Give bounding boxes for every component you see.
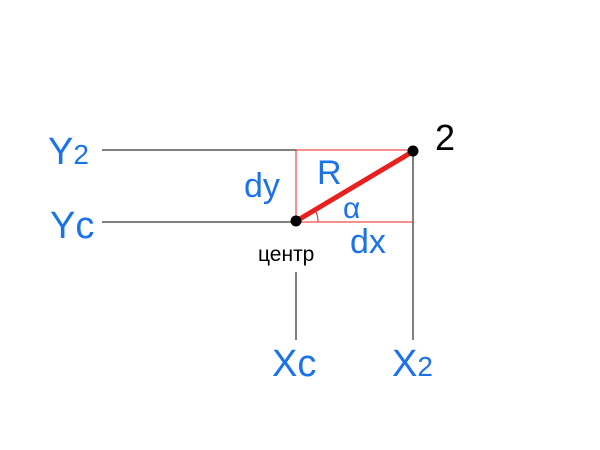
x2-label-main: X: [392, 343, 417, 385]
y2-label-main: Y: [48, 131, 73, 173]
x2-label-subscript: 2: [417, 351, 433, 382]
angle-arc: [315, 211, 319, 223]
x2-label: X2: [392, 343, 433, 385]
dx-label: dx: [350, 223, 386, 261]
xc-label: Xc: [272, 343, 316, 385]
r-label: R: [317, 154, 342, 192]
y2-label: Y2: [48, 131, 89, 173]
yc-label: Yc: [50, 205, 94, 247]
y2-label-subscript: 2: [73, 139, 89, 170]
alpha-label: α: [343, 192, 360, 225]
point-2: [407, 145, 419, 157]
radius-line: [295, 149, 415, 223]
center-point: [290, 215, 302, 227]
center-label: центр: [258, 243, 314, 266]
dy-label: dy: [244, 167, 280, 205]
point-2-label: 2: [435, 117, 455, 158]
